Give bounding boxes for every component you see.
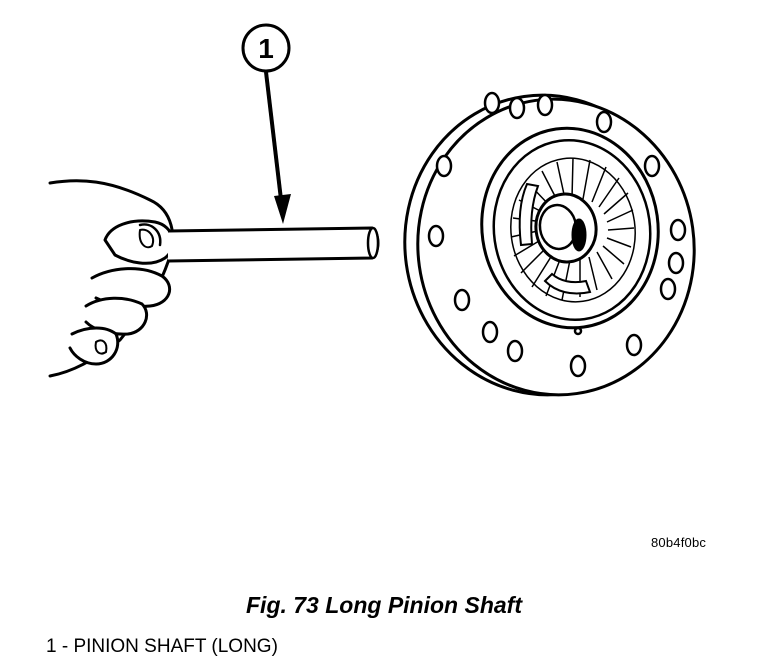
svg-text:1: 1 — [258, 33, 274, 64]
legend-item: 1 - PINION SHAFT (LONG) — [46, 636, 278, 657]
hand — [48, 179, 175, 378]
pinion-shaft-illustration: 1 — [48, 23, 696, 397]
callout-arrowhead — [274, 194, 291, 224]
figure-caption: Fig. 73 Long Pinion Shaft — [246, 592, 522, 618]
image-code-label: 80b4f0bc — [651, 535, 707, 550]
pinion-shaft — [167, 226, 380, 263]
callout-1: 1 — [241, 23, 291, 224]
differential-flange — [403, 91, 696, 397]
bolt-holes — [427, 91, 687, 378]
callout-arrow — [264, 71, 284, 209]
